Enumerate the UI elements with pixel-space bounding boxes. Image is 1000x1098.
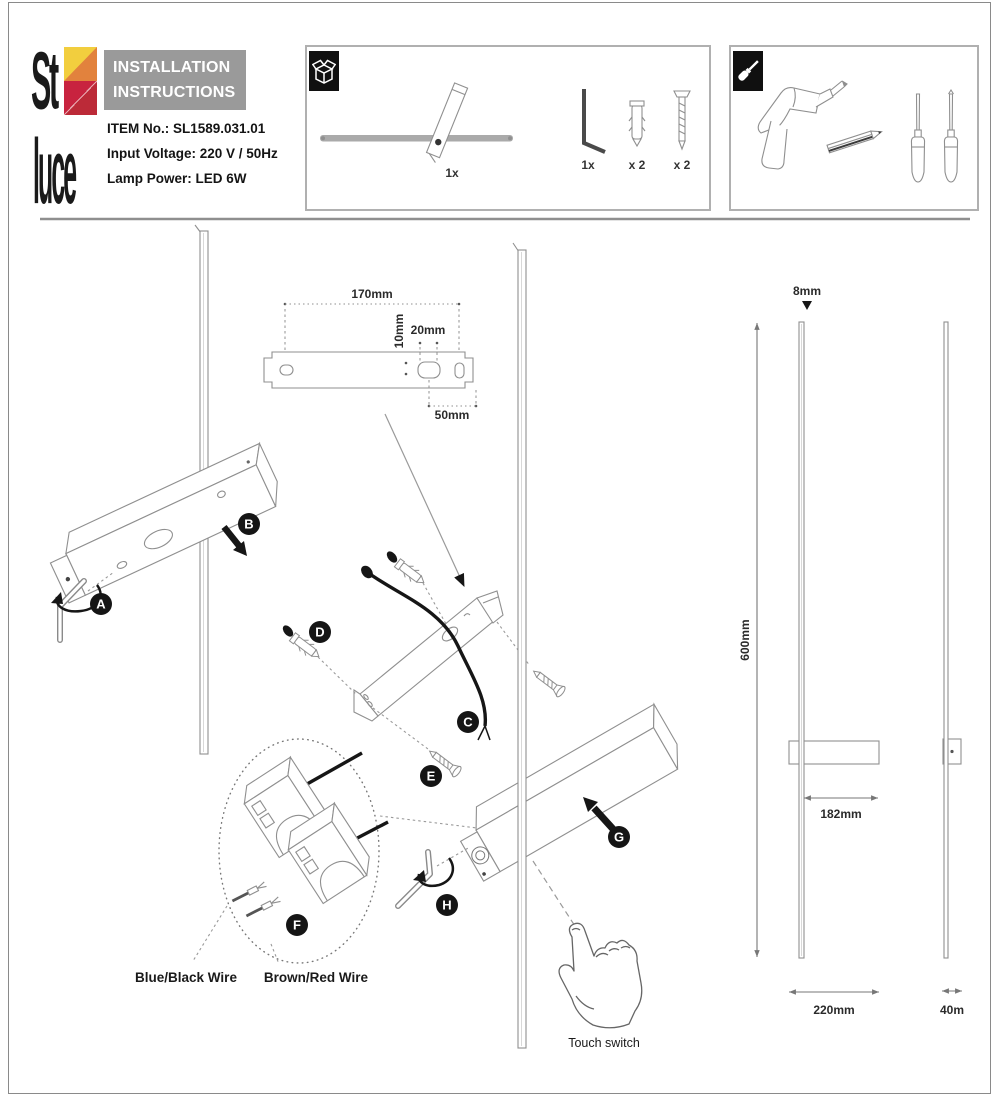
lamp-power: Lamp Power: LED 6W: [107, 171, 247, 186]
screw-head-dot-d: [282, 625, 294, 637]
screw-head-dot: [386, 551, 398, 563]
title-line-1: INSTALLATION: [113, 59, 231, 76]
mounting-bracket-3d: [353, 590, 504, 722]
dim-height: 600mm: [738, 619, 752, 660]
svg-text:F: F: [293, 918, 301, 933]
step-badge-b: B: [238, 513, 260, 535]
pencil-illustration: [826, 130, 883, 154]
lamp-bar-illustration: [320, 135, 513, 142]
lamp-body-step-gh: [459, 702, 679, 882]
touch-sensor-icon: [471, 846, 490, 865]
hex-key-illustration: [425, 82, 469, 163]
step-badge-a: A: [90, 593, 112, 615]
item-number: ITEM No.: SL1589.031.01: [107, 121, 266, 136]
package-contents-box: 1x 1x x 2 x 2: [305, 45, 711, 211]
dim-hole-gap: 20mm: [411, 323, 446, 337]
step-badge-c: C: [457, 711, 479, 733]
dim-depth: 40m: [940, 1003, 964, 1017]
title-line-2: INSTRUCTIONS: [113, 84, 236, 101]
step-badge-d: D: [309, 621, 331, 643]
power-wire: [361, 565, 491, 741]
svg-text:H: H: [442, 898, 451, 913]
plate-pointer-line: [384, 413, 465, 587]
hexkey-qty: 1x: [581, 158, 595, 172]
dim-hole-offset: 50mm: [435, 408, 470, 422]
label-brown-red-wire: Brown/Red Wire: [264, 970, 369, 985]
page-border: [8, 2, 991, 1094]
drill-illustration: [757, 80, 848, 170]
body-length-dimension: 182mm: [804, 795, 878, 821]
product-info: ITEM No.: SL1589.031.01 Input Voltage: 2…: [107, 116, 278, 191]
wire-connector-blocks: [243, 751, 389, 905]
detail-zoom-ellipse: [218, 738, 380, 964]
pointing-hand-illustration: [558, 922, 643, 1029]
allen-key-illustration: [582, 89, 606, 154]
svg-text:D: D: [315, 625, 324, 640]
label-touch-switch: Touch switch: [568, 1036, 640, 1050]
logo-text-st: St: [31, 36, 59, 128]
svg-text:A: A: [96, 597, 106, 612]
step-badge-g: G: [608, 826, 630, 848]
dim-rod-diameter: 8mm: [793, 284, 821, 298]
front-view-lamp: [788, 321, 880, 959]
total-length-dimension: 220mm: [789, 989, 879, 1017]
svg-text:C: C: [463, 715, 473, 730]
direction-arrow-step-g: [583, 797, 616, 832]
screw-qty: x 2: [674, 158, 691, 172]
rod-pointer-triangle: [802, 301, 812, 310]
screw-illustration: [673, 90, 691, 151]
title-banner: INSTALLATION INSTRUCTIONS: [104, 50, 246, 110]
svg-text:G: G: [614, 830, 624, 845]
dim-plate-length: 170mm: [351, 287, 392, 301]
svg-text:B: B: [244, 517, 253, 532]
dim-body-length: 182mm: [820, 807, 861, 821]
logo-mark-bottom: [64, 81, 97, 115]
dim-total-length: 220mm: [813, 1003, 854, 1017]
screw-step-e-right: [529, 665, 568, 699]
plate-dimensions: 170mm 10mm 20mm 50mm: [283, 287, 478, 422]
logo-text-luce: luce: [33, 122, 77, 224]
logo-mark-top: [64, 47, 97, 81]
svg-text:E: E: [427, 769, 436, 784]
depth-dimension: 40m: [940, 988, 964, 1017]
height-dimension: 600mm: [738, 323, 760, 957]
anchor-qty: x 2: [629, 158, 646, 172]
lamp-body-step-ab: [49, 441, 278, 604]
step-badge-h: H: [436, 894, 458, 916]
input-voltage: Input Voltage: 220 V / 50Hz: [107, 146, 278, 161]
logo-color-mark: [64, 47, 97, 115]
screwdriver-icon: [733, 51, 763, 91]
wall-anchor-illustration: [628, 100, 646, 148]
mounting-plate-top-view: [263, 351, 474, 389]
step-badge-e: E: [420, 765, 442, 787]
tools-box: [729, 45, 979, 211]
hex-key-step-h: [395, 849, 455, 909]
wall-rod-center: [512, 242, 527, 1049]
label-blue-black-wire: Blue/Black Wire: [135, 970, 237, 985]
flat-screwdriver-illustration: [910, 93, 926, 183]
step-badge-f: F: [286, 914, 308, 936]
wire-terminals: [231, 881, 281, 918]
package-box-icon: [309, 51, 339, 91]
side-view-lamp: [942, 321, 962, 959]
direction-arrow-step-b: [221, 524, 247, 556]
lamp-qty: 1x: [445, 166, 459, 180]
phillips-screwdriver-illustration: [943, 88, 959, 183]
dim-plate-vert: 10mm: [392, 314, 406, 349]
